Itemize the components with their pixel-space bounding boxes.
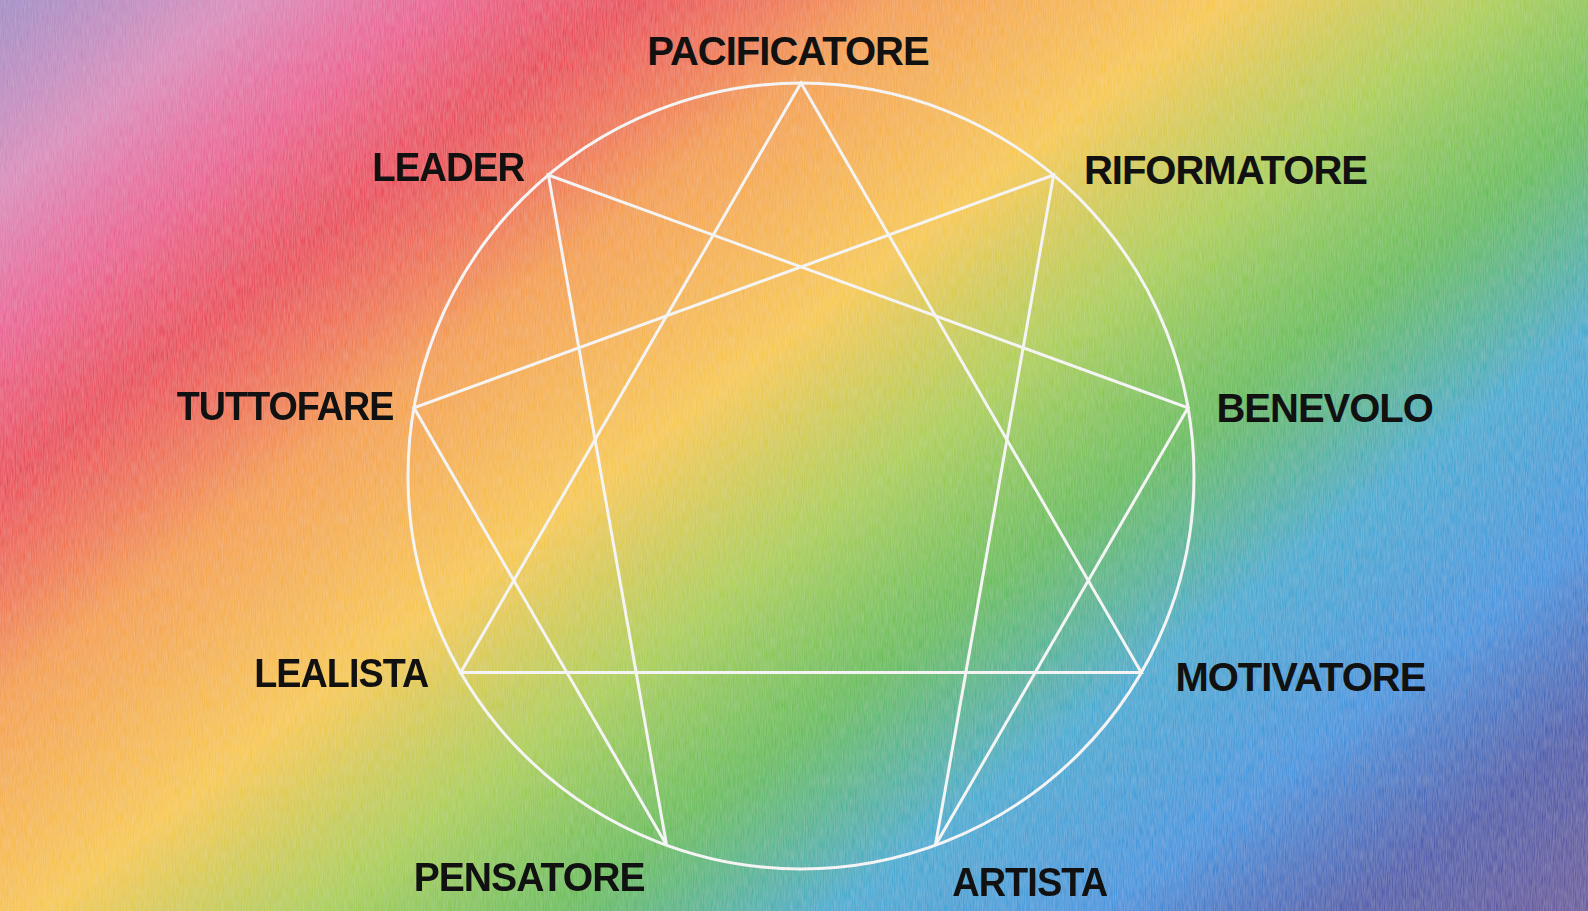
type-label: TUTTOFARE [177,386,394,426]
type-label: BENEVOLO [1216,388,1432,428]
type-label: PACIFICATORE [647,31,928,71]
type-label: PENSATORE [413,857,644,897]
type-label: ARTISTA [952,862,1107,902]
type-label: LEALISTA [254,653,428,693]
enneagram-circle [408,83,1194,869]
type-label: MOTIVATORE [1175,657,1425,697]
enneagram-lines [408,83,1194,869]
type-label: LEADER [373,147,525,187]
enneagram-hexad [414,175,1188,845]
enneagram-triangle [461,83,1142,673]
type-label: RIFORMATORE [1084,150,1367,190]
